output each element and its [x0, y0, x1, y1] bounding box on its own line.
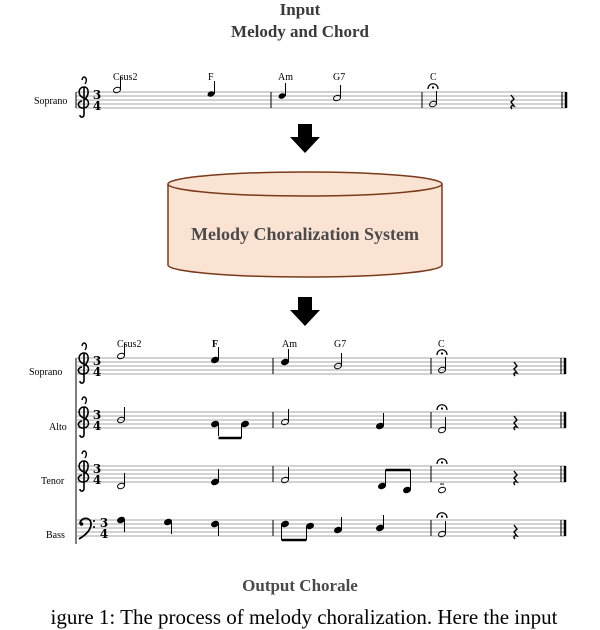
output-part-label-tenor: Tenor: [41, 476, 65, 487]
treble-clef-icon: [77, 342, 90, 384]
treble-clef-icon: [77, 450, 90, 492]
input-chord-1: Csus2: [113, 72, 137, 83]
fermata-icon: [436, 512, 448, 519]
fermata-icon: [436, 458, 448, 465]
input-subtitle: Melody and Chord: [231, 22, 369, 41]
quarter-rest-icon: [510, 94, 515, 110]
system-cylinder: Melody Choralization System: [167, 171, 443, 278]
output-chord-1: Csus2: [117, 339, 141, 350]
arrow-down-icon: [290, 124, 320, 153]
output-chord-5: C: [438, 339, 445, 350]
arrow-down-icon: [290, 297, 320, 326]
output-score: Csus2 F Am G7 C Soprano Alto Tenor Bass: [29, 339, 567, 544]
treble-clef-icon: [77, 396, 90, 438]
treble-clef-icon: [77, 76, 90, 118]
time-signature-icon: [92, 88, 102, 113]
output-part-label-bass: Bass: [46, 530, 65, 541]
output-chord-2: F: [212, 339, 218, 350]
figure-caption: igure 1: The process of melody choraliza…: [50, 605, 558, 629]
input-chord-2: F: [208, 72, 214, 83]
output-part-label-soprano: Soprano: [29, 367, 62, 378]
time-signature-icon: [92, 408, 102, 433]
input-staff: Soprano Csus2 F Am G7 C: [34, 72, 568, 118]
input-chord-3: Am: [278, 72, 293, 83]
system-label: Melody Choralization System: [191, 224, 419, 244]
output-part-label-alto: Alto: [49, 422, 67, 433]
time-signature-icon: [92, 462, 102, 487]
time-signature-icon: [99, 516, 109, 541]
fermata-icon: [436, 404, 448, 411]
output-title: Output Chorale: [242, 576, 358, 595]
fermata-icon: [436, 349, 448, 356]
input-chord-5: C: [430, 72, 437, 83]
fermata-icon: [427, 83, 439, 90]
output-chord-3: Am: [282, 339, 297, 350]
input-chord-4: G7: [333, 72, 345, 83]
input-title: Input: [279, 0, 321, 19]
input-part-label-soprano: Soprano: [34, 96, 67, 107]
output-chord-4: G7: [334, 339, 346, 350]
time-signature-icon: [92, 354, 102, 379]
